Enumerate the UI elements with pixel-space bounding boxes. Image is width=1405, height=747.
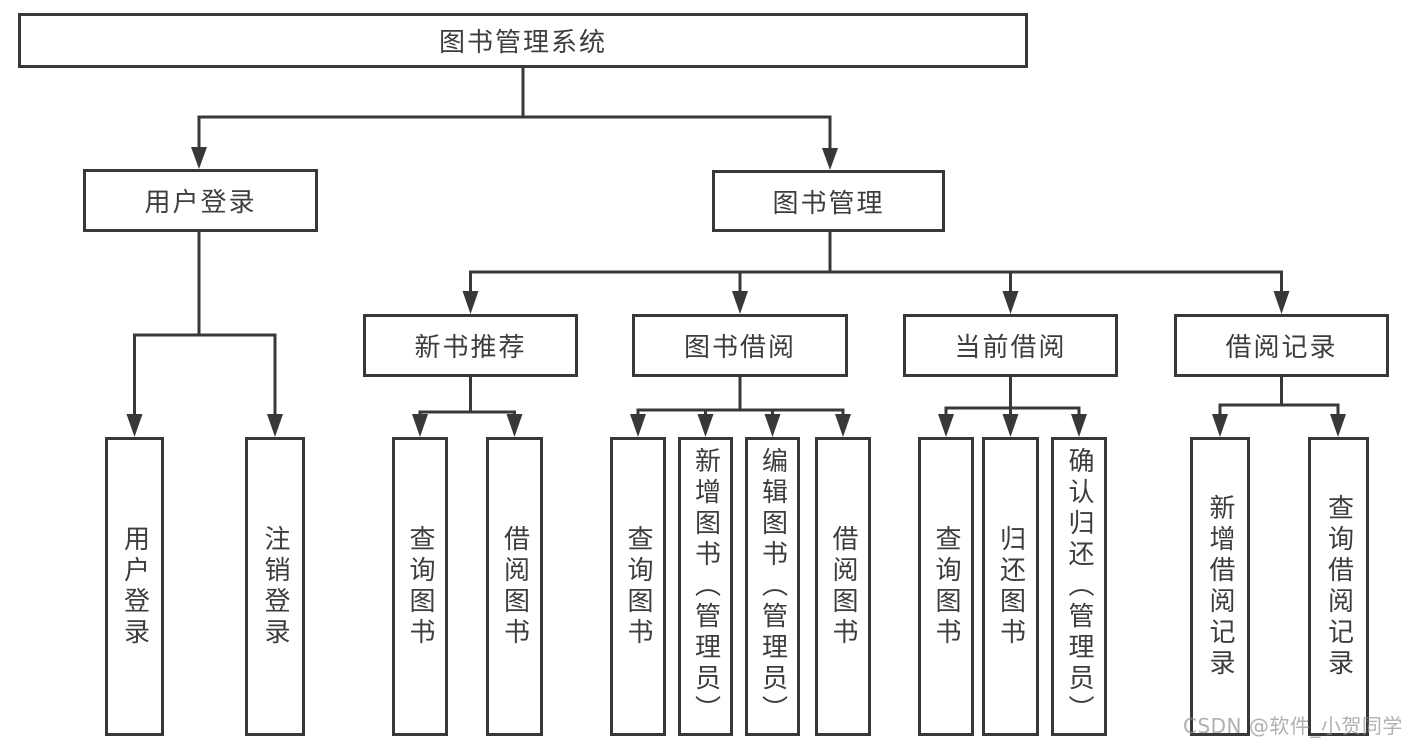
- node-borrowing-records: 借阅记录: [1174, 314, 1389, 377]
- node-current-borrowing: 当前借阅: [903, 314, 1118, 377]
- node-leaf-query-borrow-record: 查询借阅记录: [1308, 437, 1369, 736]
- node-user-login: 用户登录: [83, 169, 318, 232]
- node-leaf-query-books-recommend: 查询图书: [392, 437, 448, 736]
- node-leaf-borrow-books-recommend: 借阅图书: [486, 437, 543, 736]
- node-book-borrowing: 图书借阅: [632, 314, 848, 377]
- node-book-management: 图书管理: [712, 170, 945, 232]
- node-new-book-recommendation: 新书推荐: [363, 314, 578, 377]
- arrowheads: [126, 147, 1346, 437]
- node-leaf-return-books: 归还图书: [982, 437, 1039, 736]
- node-leaf-logout: 注销登录: [245, 437, 305, 736]
- connector-paths: [133, 68, 1340, 418]
- node-leaf-add-books-admin: 新增图书（管理员）: [678, 437, 733, 736]
- node-leaf-user-login: 用户登录: [105, 437, 164, 736]
- node-leaf-confirm-return-admin: 确认归还（管理员）: [1051, 437, 1107, 736]
- node-leaf-query-books-current: 查询图书: [918, 437, 974, 736]
- node-leaf-borrow-books-borrowing: 借阅图书: [815, 437, 871, 736]
- node-leaf-add-borrow-record: 新增借阅记录: [1190, 437, 1250, 736]
- node-leaf-query-books-borrowing: 查询图书: [610, 437, 666, 736]
- node-library-management-system: 图书管理系统: [18, 13, 1028, 68]
- node-leaf-edit-books-admin: 编辑图书（管理员）: [745, 437, 800, 736]
- csdn-watermark: CSDN @软件_小贺同学: [1183, 714, 1403, 738]
